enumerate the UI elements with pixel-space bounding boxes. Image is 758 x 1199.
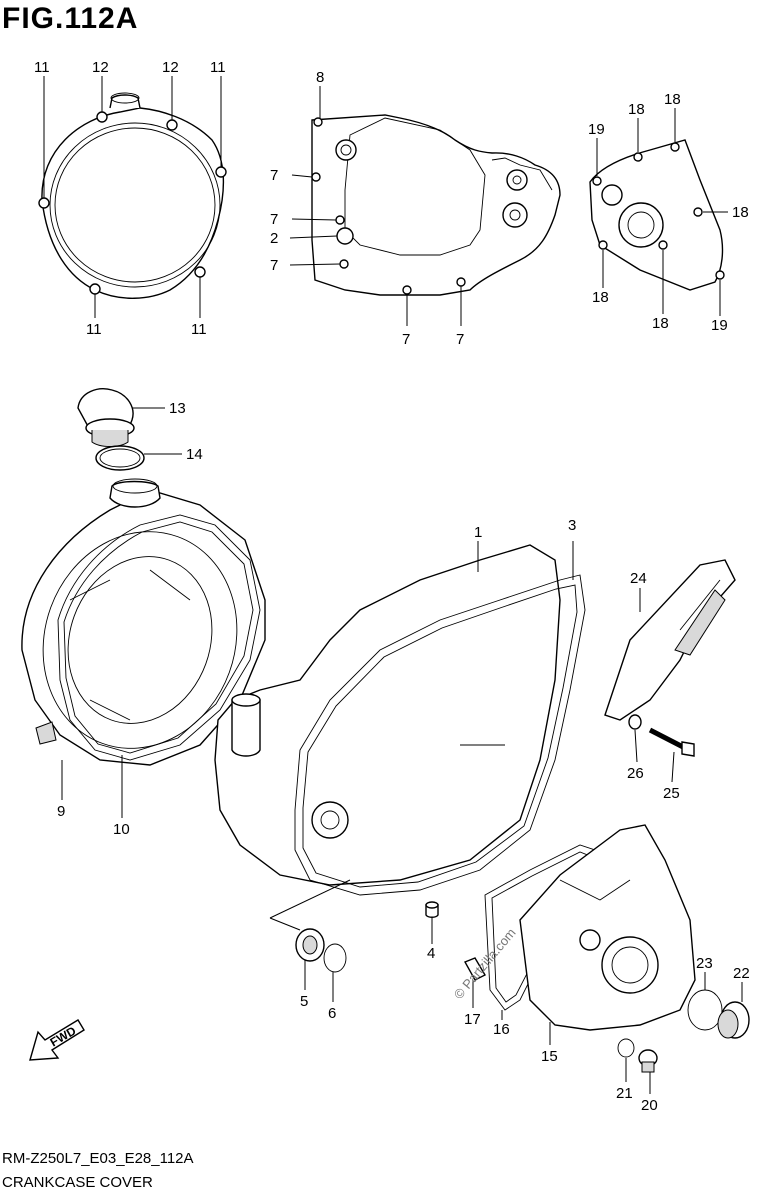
callout-7: 7 xyxy=(456,331,464,348)
circlip-6 xyxy=(323,943,347,973)
callout-4: 4 xyxy=(427,945,435,962)
callout-19: 19 xyxy=(588,121,605,138)
callout-9: 9 xyxy=(57,803,65,820)
magneto-cover-outline-top xyxy=(589,139,725,291)
figure-title: FIG.112A xyxy=(2,2,139,35)
dowel-pin-4 xyxy=(425,901,439,918)
o-ring-23 xyxy=(687,989,723,1031)
leaders-7-8 xyxy=(289,86,462,326)
washer-26 xyxy=(628,714,642,730)
callout-23: 23 xyxy=(696,955,713,972)
leaders-11-12 xyxy=(43,76,222,318)
callout-18: 18 xyxy=(628,101,645,118)
callout-18: 18 xyxy=(664,91,681,108)
clutch-cover-9 xyxy=(21,478,266,766)
callout-15: 15 xyxy=(541,1048,558,1065)
leader-5-6-bracket xyxy=(269,917,301,931)
callout-3: 3 xyxy=(568,517,576,534)
callout-19: 19 xyxy=(711,317,728,334)
callout-13: 13 xyxy=(169,400,186,417)
callout-7: 7 xyxy=(270,167,278,184)
callout-7: 7 xyxy=(402,331,410,348)
callout-8: 8 xyxy=(316,69,324,86)
callout-10: 10 xyxy=(113,821,130,838)
clutch-cover-outline-top xyxy=(38,92,227,299)
crankcase-1 xyxy=(214,544,561,886)
plug-20 xyxy=(638,1049,658,1073)
callout-25: 25 xyxy=(663,785,680,802)
figure-code: RM-Z250L7_E03_E28_112A xyxy=(2,1150,194,1167)
callout-7: 7 xyxy=(270,257,278,274)
callout-11: 11 xyxy=(210,59,226,76)
watermark: © Partzilla.com xyxy=(451,925,519,1002)
plug-17 xyxy=(464,957,486,981)
bolt-25 xyxy=(648,727,695,757)
oil-filler-cap xyxy=(77,388,135,447)
callout-18: 18 xyxy=(652,315,669,332)
leader-25 xyxy=(671,751,675,783)
callout-5: 5 xyxy=(300,993,308,1010)
callout-11: 11 xyxy=(86,321,102,338)
callout-20: 20 xyxy=(641,1097,658,1114)
callout-11: 11 xyxy=(34,59,50,76)
chain-guard-24 xyxy=(604,559,736,721)
callout-24: 24 xyxy=(630,570,647,587)
figure-name: CRANKCASE COVER xyxy=(2,1174,153,1191)
callout-21: 21 xyxy=(616,1085,633,1102)
callout-1: 1 xyxy=(474,524,482,541)
callout-16: 16 xyxy=(493,1021,510,1038)
callout-7: 7 xyxy=(270,211,278,228)
leader-26 xyxy=(634,729,638,763)
cap-22 xyxy=(717,1001,750,1039)
callout-14: 14 xyxy=(186,446,203,463)
oil-seal-5 xyxy=(295,928,325,962)
magneto-cover-15 xyxy=(519,824,696,1031)
callout-26: 26 xyxy=(627,765,644,782)
callout-22: 22 xyxy=(733,965,750,982)
callout-6: 6 xyxy=(328,1005,336,1022)
callout-12: 12 xyxy=(162,59,179,76)
o-ring-21 xyxy=(617,1038,635,1058)
callout-11: 11 xyxy=(191,321,207,338)
crankcase-outline-top xyxy=(311,114,561,296)
o-ring-14 xyxy=(95,445,145,471)
clutch-gasket-10 xyxy=(57,514,261,761)
callout-2: 2 xyxy=(270,230,278,247)
callout-18: 18 xyxy=(592,289,609,306)
leaders-18-19 xyxy=(596,108,728,316)
callout-17: 17 xyxy=(464,1011,481,1028)
callout-12: 12 xyxy=(92,59,109,76)
callout-18: 18 xyxy=(732,204,749,221)
forward-arrow-icon: FWD xyxy=(29,1019,85,1061)
crankcase-gasket-3 xyxy=(294,574,586,896)
